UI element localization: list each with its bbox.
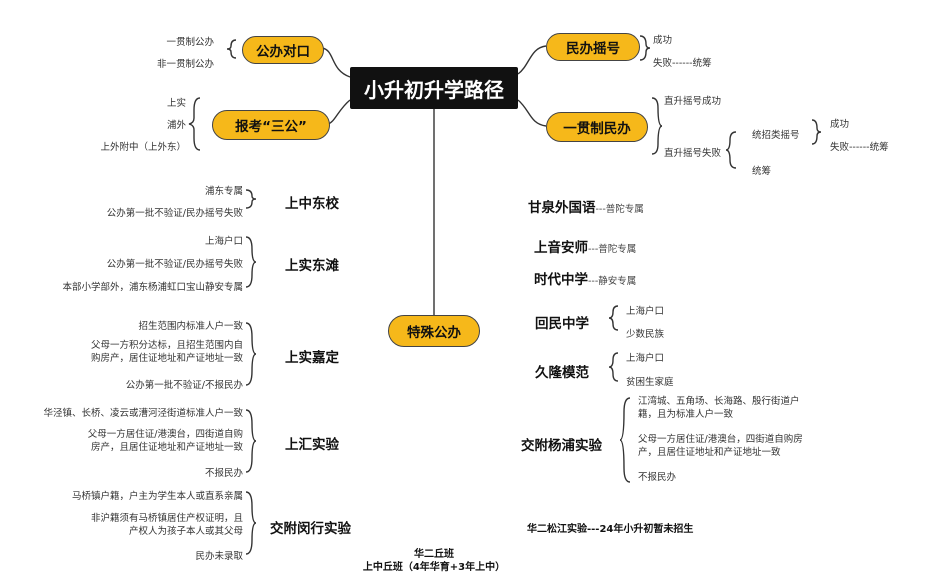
right-school-1-tag: ---普陀专属 xyxy=(595,204,644,215)
right-school-4-note-1: 上海户口 xyxy=(626,306,665,317)
left-school-1: 上中东校 xyxy=(285,196,339,212)
left-school-5-note-2: 非沪籍须有马桥镇居住产权证明，且产权人为孩子本人或其父母 xyxy=(90,513,243,537)
right-school-3-name: 时代中学 xyxy=(534,272,588,288)
left-school-3-note-1: 招生范围内标准人户一致 xyxy=(138,321,243,332)
through-private-sub-item-1: 成功 xyxy=(830,119,850,130)
node-private-lottery-label: 民办摇号 xyxy=(566,41,620,57)
right-school-3-tag: ---静安专属 xyxy=(588,276,637,287)
right-school-5-note-2: 贫困生家庭 xyxy=(626,377,674,388)
left-school-4: 上汇实验 xyxy=(285,437,339,453)
right-school-5-note-1: 上海户口 xyxy=(626,353,665,364)
right-school-2-name: 上音安师 xyxy=(534,240,588,256)
public-direct-item-1: 一贯制公办 xyxy=(166,37,214,48)
three-public-item-1: 上实 xyxy=(166,98,186,109)
node-three-public: 报考“三公” xyxy=(212,110,330,140)
node-public-direct: 公办对口 xyxy=(242,36,324,64)
right-school-5: 久隆模范 xyxy=(535,365,589,381)
right-school-1-name: 甘泉外国语 xyxy=(528,200,596,216)
right-school-6-note-3: 不报民办 xyxy=(638,472,677,483)
through-private-sub-item-2: 失败------统筹 xyxy=(830,142,889,153)
node-special-public: 特殊公办 xyxy=(388,315,480,347)
three-public-item-3: 上外附中（上外东） xyxy=(100,142,186,153)
left-school-5-note-1: 马桥镇户籍，户主为学生本人或直系亲属 xyxy=(71,491,243,502)
node-public-direct-label: 公办对口 xyxy=(256,44,310,60)
left-school-1-note-2: 公办第一批不验证/民办摇号失败 xyxy=(106,208,243,219)
public-direct-item-2: 非一贯制公办 xyxy=(156,59,214,70)
root-title: 小升初升学路径 xyxy=(350,67,518,109)
right-school-4: 回民中学 xyxy=(535,316,589,332)
left-school-2-note-2: 公办第一批不验证/民办摇号失败 xyxy=(106,259,243,270)
node-three-public-label: 报考“三公” xyxy=(235,119,307,135)
left-school-1-note-1: 浦东专属 xyxy=(204,186,243,197)
right-school-6-note-2: 父母一方居住证/港澳台，四街道自购房产，且居住证地址和产证地址一致 xyxy=(638,434,803,458)
three-public-item-2: 浦外 xyxy=(166,120,186,131)
right-school-6: 交附杨浦实验 xyxy=(521,438,602,454)
left-school-3-note-2: 父母一方积分达标，且招生范围内自购房产，居住证地址和产证地址一致 xyxy=(90,340,243,364)
left-school-5: 交附闵行实验 xyxy=(270,521,351,537)
left-school-4-note-1: 华泾镇、长桥、凌云或漕河泾街道标准人户一致 xyxy=(43,408,243,419)
node-through-private: 一贯制民办 xyxy=(546,112,648,142)
left-school-3: 上实嘉定 xyxy=(285,350,339,366)
huaer-songjiang: 华二松江实验---24年小升初暂未招生 xyxy=(527,524,694,535)
node-special-public-label: 特殊公办 xyxy=(407,325,461,341)
right-school-2: 上音安师---普陀专属 xyxy=(534,236,636,256)
private-lottery-item-2: 失败------统筹 xyxy=(653,58,712,69)
through-private-sub-alt: 统筹 xyxy=(752,166,772,177)
shangzhong-qiuban: 上中丘班（4年华育+3年上中） xyxy=(362,562,506,573)
huaer-qiuban: 华二丘班 xyxy=(414,549,454,560)
through-private-item-1: 直升摇号成功 xyxy=(664,96,722,107)
left-school-3-note-3: 公办第一批不验证/不报民办 xyxy=(125,380,243,391)
left-school-2-note-3: 本部小学部外，浦东杨浦虹口宝山静安专属 xyxy=(62,282,243,293)
node-through-private-label: 一贯制民办 xyxy=(563,121,631,137)
right-school-2-tag: ---普陀专属 xyxy=(588,244,637,255)
right-school-3: 时代中学---静安专属 xyxy=(534,268,636,288)
left-school-4-note-3: 不报民办 xyxy=(204,468,243,479)
right-school-4-note-2: 少数民族 xyxy=(626,329,665,340)
right-school-1: 甘泉外国语---普陀专属 xyxy=(528,196,644,216)
left-school-2: 上实东滩 xyxy=(285,258,339,274)
left-school-5-note-3: 民办未录取 xyxy=(195,551,243,562)
left-school-4-note-2: 父母一方居住证/港澳台，四街道自购房产，且居住证地址和产证地址一致 xyxy=(87,429,243,453)
left-school-2-note-1: 上海户口 xyxy=(204,236,243,247)
node-private-lottery: 民办摇号 xyxy=(546,33,640,61)
right-school-6-note-1: 江湾城、五角场、长海路、殷行街道户籍，且为标准人户一致 xyxy=(638,396,800,420)
through-private-sub-label: 统招类摇号 xyxy=(752,130,800,141)
private-lottery-item-1: 成功 xyxy=(653,35,673,46)
through-private-item-2: 直升摇号失败 xyxy=(664,148,722,159)
